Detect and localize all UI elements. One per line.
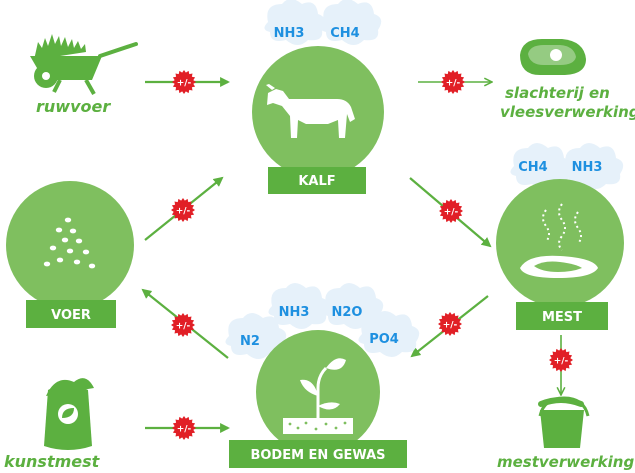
node-label-mest: MEST bbox=[542, 310, 582, 325]
plus-minus-badge-icon bbox=[439, 199, 463, 223]
label-mestverwerking: mestverwerking bbox=[497, 453, 634, 471]
plus-minus-badge-icon bbox=[549, 348, 573, 372]
node-label-kalf: KALF bbox=[298, 174, 335, 189]
node-mest: CH4 NH3 MEST bbox=[496, 143, 624, 330]
node-bodem: NH3 N2O N2 PO4 BODEM EN GEWAS bbox=[225, 283, 420, 468]
wheelbarrow-icon bbox=[30, 34, 138, 95]
gas-mest-ch4: CH4 bbox=[518, 160, 547, 175]
seedling-icon bbox=[283, 358, 353, 434]
gas-bodem-nh3: NH3 bbox=[279, 305, 310, 320]
gas-cloud-kalf: NH3 CH4 bbox=[264, 0, 382, 45]
gas-bodem-po4: PO4 bbox=[369, 332, 399, 347]
badge-ruwvoer-kalf: +/- bbox=[172, 70, 196, 94]
label-ruwvoer: ruwvoer bbox=[36, 97, 111, 116]
steak-icon bbox=[520, 39, 586, 75]
gas-kalf-nh3: NH3 bbox=[274, 26, 305, 41]
node-voer: VOER bbox=[6, 181, 134, 328]
node-label-bodem: BODEM EN GEWAS bbox=[250, 448, 385, 463]
label-kunstmest: kunstmest bbox=[4, 452, 101, 471]
plus-minus-badge-icon bbox=[171, 198, 195, 222]
plus-minus-badge-icon bbox=[172, 416, 196, 440]
badge-label: +/- bbox=[443, 321, 458, 331]
badge-label: +/- bbox=[446, 79, 461, 89]
badge-label: +/- bbox=[177, 79, 192, 89]
badge-label: +/- bbox=[177, 425, 192, 435]
badge-label: +/- bbox=[444, 208, 459, 218]
external-mestverwerking: mestverwerking bbox=[497, 396, 634, 471]
feed-pellets-icon bbox=[43, 217, 96, 269]
badge-kalf-mest: +/- bbox=[439, 199, 463, 223]
gas-mest-nh3: NH3 bbox=[572, 160, 603, 175]
badge-mest-mestverwerking: +/- bbox=[549, 348, 573, 372]
gas-cloud-mest: CH4 NH3 bbox=[510, 143, 624, 189]
node-label-voer: VOER bbox=[51, 308, 91, 323]
badge-bodem-voer: +/- bbox=[171, 313, 195, 337]
manure-pile-icon bbox=[520, 203, 598, 278]
gas-bodem-n2: N2 bbox=[240, 334, 260, 349]
plus-minus-badge-icon bbox=[441, 70, 465, 94]
badge-label: +/- bbox=[554, 357, 569, 367]
plus-minus-badge-icon bbox=[171, 313, 195, 337]
badge-kunstmest-bodem: +/- bbox=[172, 416, 196, 440]
gas-bodem-n2o: N2O bbox=[332, 305, 363, 320]
badge-label: +/- bbox=[176, 322, 191, 332]
external-slachterij: slachterij en vleesverwerking bbox=[500, 39, 635, 121]
fertilizer-bag-icon bbox=[44, 378, 94, 450]
calf-icon bbox=[266, 84, 355, 138]
bucket-icon bbox=[538, 396, 590, 448]
plus-minus-badge-icon bbox=[438, 312, 462, 336]
node-kalf: NH3 CH4 KALF bbox=[252, 0, 384, 194]
label-slachterij-line2: vleesverwerking bbox=[500, 103, 635, 121]
badges: +/- +/- +/- +/- +/- +/- +/- +/- bbox=[171, 70, 573, 440]
plus-minus-badge-icon bbox=[172, 70, 196, 94]
external-kunstmest: kunstmest bbox=[4, 378, 101, 471]
badge-voer-kalf: +/- bbox=[171, 198, 195, 222]
external-ruwvoer: ruwvoer bbox=[30, 34, 138, 116]
badge-label: +/- bbox=[176, 207, 191, 217]
badge-mest-bodem: +/- bbox=[438, 312, 462, 336]
label-slachterij-line1: slachterij en bbox=[505, 84, 610, 102]
gas-kalf-ch4: CH4 bbox=[330, 26, 359, 41]
gas-cloud-bodem: NH3 N2O N2 PO4 bbox=[225, 283, 420, 359]
badge-kalf-slachterij: +/- bbox=[441, 70, 465, 94]
